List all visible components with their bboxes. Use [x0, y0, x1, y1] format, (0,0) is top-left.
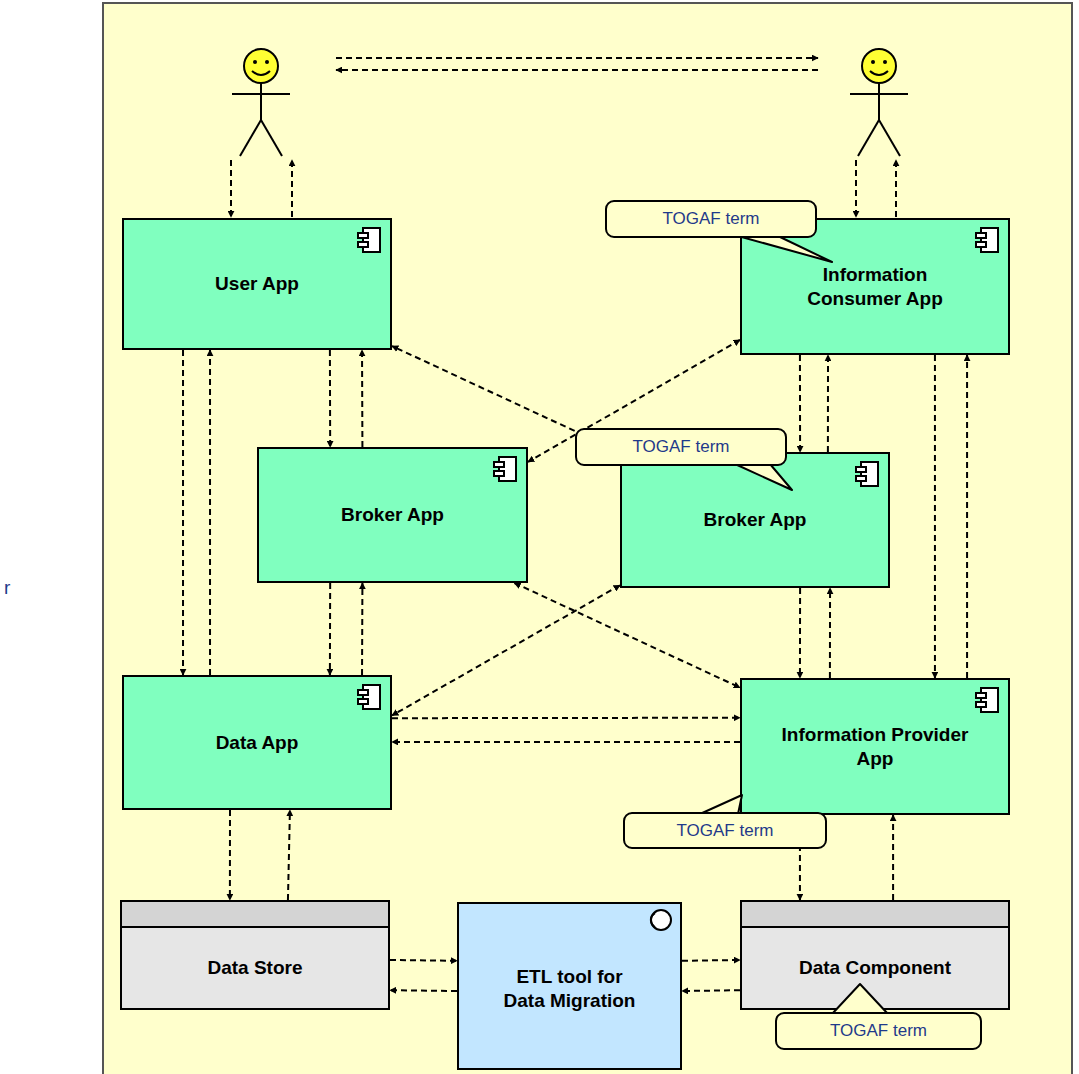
component-icon — [356, 683, 382, 711]
actor-right — [850, 49, 908, 156]
node-label: Broker App — [341, 503, 444, 527]
dashed-connector — [392, 585, 620, 715]
component-icon — [492, 455, 518, 483]
dashed-connector — [892, 815, 894, 900]
dashed-connector — [966, 355, 968, 678]
dashed-connector — [392, 717, 740, 719]
dashed-connector — [361, 350, 363, 447]
dashed-connector — [329, 583, 331, 675]
data-component: Data Component — [740, 900, 1010, 1010]
component-icon — [854, 460, 880, 488]
dashed-connector — [361, 583, 363, 675]
service-icon — [648, 907, 674, 933]
dashed-connector — [829, 588, 831, 678]
broker-app: Broker App — [257, 447, 528, 583]
etl-tool: ETL tool for Data Migration — [457, 902, 682, 1070]
dashed-connector — [799, 588, 801, 678]
component-icon — [356, 226, 382, 254]
actor-arrows — [231, 58, 896, 217]
dashed-connector — [288, 810, 290, 900]
node-label: Information Provider App — [775, 723, 975, 771]
dashed-connector — [827, 355, 829, 452]
store-header-band — [122, 902, 388, 928]
provider-app: Information Provider App — [740, 678, 1010, 815]
user-app: User App — [122, 218, 392, 350]
dashed-connector — [514, 583, 740, 688]
callout-note: TOGAF term — [623, 812, 827, 849]
dashed-connector — [682, 989, 740, 992]
dashed-connector — [229, 810, 231, 900]
node-label: Data Store — [207, 956, 302, 980]
cut-off-text: r — [4, 577, 10, 599]
dashed-connector — [209, 350, 211, 675]
dashed-connector — [390, 959, 457, 962]
component-icon — [974, 226, 1000, 254]
callout-note: TOGAF term — [775, 1012, 982, 1050]
callout-note: TOGAF term — [575, 428, 787, 466]
node-label: Data Component — [799, 956, 951, 980]
node-label: Information Consumer App — [775, 263, 975, 311]
node-label: Data App — [216, 731, 299, 755]
dashed-connector — [390, 989, 457, 992]
node-label: ETL tool for Data Migration — [495, 965, 645, 1013]
dashed-connector — [329, 350, 331, 447]
dashed-connector — [799, 355, 801, 452]
dashed-connector — [682, 959, 740, 962]
node-label: Broker App — [704, 508, 807, 532]
actor-left — [232, 49, 290, 156]
store-header-band — [742, 902, 1008, 928]
component-icon — [974, 686, 1000, 714]
data-app: Data App — [122, 675, 392, 810]
dashed-connector — [182, 350, 184, 675]
node-label: User App — [215, 272, 299, 296]
data-store: Data Store — [120, 900, 390, 1010]
dashed-connector — [392, 741, 740, 743]
callout-note: TOGAF term — [605, 200, 817, 238]
dashed-connector — [934, 355, 936, 678]
